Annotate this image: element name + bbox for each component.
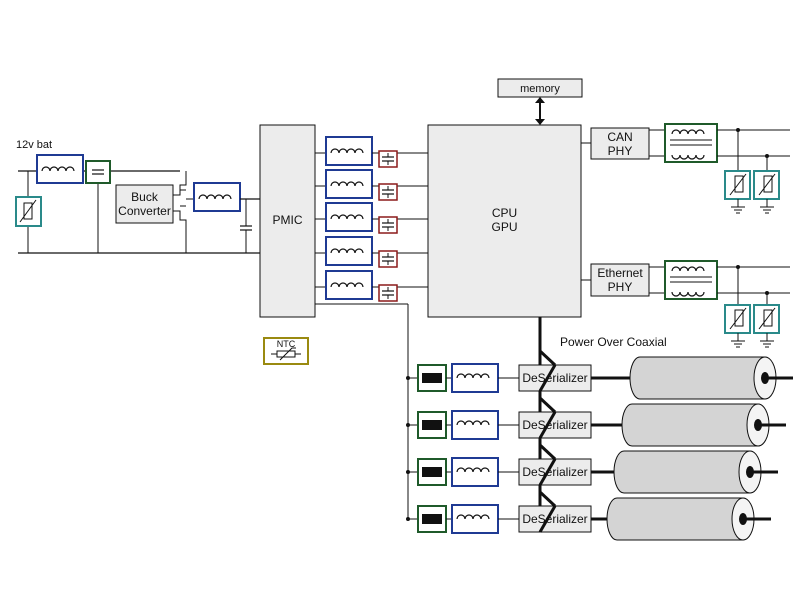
ferrite-bead-icon — [417, 411, 447, 439]
gpu-label: GPU — [491, 220, 517, 234]
deserializer-block: DeSerializer — [518, 364, 592, 392]
tvs-diode-icon — [753, 154, 780, 214]
tvs-diode-icon — [724, 128, 751, 214]
rail-inductor-icon — [325, 136, 373, 166]
pmic-rail-2 — [315, 169, 428, 201]
rail-inductor-icon — [325, 202, 373, 232]
poc-channel-2: DeSerializer — [406, 396, 786, 447]
buck-label-2: Converter — [118, 204, 171, 218]
poc-inductor-icon — [451, 363, 499, 393]
poc-inductor-icon — [451, 457, 499, 487]
ground-icon — [760, 333, 774, 348]
ferrite-bead-icon — [417, 458, 447, 486]
deserializer-block: DeSerializer — [518, 458, 592, 486]
ntc-thermistor-icon: NTC — [263, 337, 309, 365]
rail-capacitor-icon — [378, 150, 398, 168]
rail-capacitor-icon — [378, 250, 398, 268]
battery-label: 12v bat — [16, 139, 52, 151]
ground-icon — [760, 199, 774, 214]
pmic-output-rails — [315, 136, 428, 305]
deserializer-label: DeSerializer — [522, 512, 587, 526]
cpu-gpu-block: CPU GPU — [427, 124, 582, 318]
ethernet-label-1: Ethernet — [597, 266, 643, 280]
input-inductor-icon — [36, 154, 84, 184]
can-phy-block: CAN PHY — [590, 127, 650, 160]
deserializer-block: DeSerializer — [518, 411, 592, 439]
can-label-2: PHY — [608, 144, 633, 158]
rail-capacitor-icon — [378, 183, 398, 201]
ntc-label: NTC — [277, 339, 296, 349]
rail-capacitor-icon — [378, 216, 398, 234]
ferrite-bead-icon — [417, 364, 447, 392]
pmic-rail-4 — [315, 236, 428, 268]
poc-inductor-icon — [451, 504, 499, 534]
input-section: 12v bat Buck Converter — [15, 139, 260, 254]
poc-label: Power Over Coaxial — [560, 335, 667, 349]
ethernet-common-mode-choke-icon — [664, 260, 718, 300]
poc-channel-3: DeSerializer — [406, 443, 778, 494]
rail-capacitor-icon — [378, 284, 398, 302]
can-common-mode-choke-icon — [664, 123, 718, 163]
rail-inductor-icon — [325, 270, 373, 300]
deserializer-label: DeSerializer — [522, 371, 587, 385]
pmic-rail-3 — [315, 202, 428, 234]
deserializer-block: DeSerializer — [518, 505, 592, 533]
tvs-diode-icon — [724, 265, 751, 348]
rail-inductor-icon — [325, 236, 373, 266]
pmic-rail-1 — [315, 136, 428, 168]
input-tvs-diode-icon — [15, 196, 42, 227]
poc-channel-4: DeSerializer — [406, 490, 771, 541]
coaxial-cable-icon — [613, 450, 762, 494]
cpu-label: CPU — [492, 206, 517, 220]
pmic-block: PMIC — [259, 124, 316, 318]
pmic-rail-5 — [315, 270, 428, 302]
ethernet-phy-block: Ethernet PHY — [590, 263, 650, 297]
pmic-label: PMIC — [273, 213, 303, 227]
memory-label: memory — [520, 83, 560, 95]
poc-channels: DeSerializerDeSerializerDeSerializerDeSe… — [406, 349, 793, 541]
memory-block: memory — [497, 78, 583, 125]
poc-channel-1: DeSerializer — [406, 349, 793, 400]
coaxial-cable-icon — [621, 403, 770, 447]
buck-output-inductor-icon — [193, 182, 241, 212]
poc-inductor-icon — [451, 410, 499, 440]
buck-label-1: Buck — [131, 190, 159, 204]
tvs-diode-icon — [753, 291, 780, 348]
coaxial-cable-icon — [606, 497, 755, 541]
coaxial-cable-icon — [629, 356, 777, 400]
deserializer-label: DeSerializer — [522, 465, 587, 479]
can-label-1: CAN — [607, 130, 632, 144]
rail-inductor-icon — [325, 169, 373, 199]
deserializer-label: DeSerializer — [522, 418, 587, 432]
input-filter-icon — [85, 160, 111, 184]
ground-icon — [731, 199, 745, 214]
buck-converter: Buck Converter — [115, 184, 174, 224]
buck-output-capacitor-icon — [240, 199, 252, 253]
ferrite-bead-icon — [417, 505, 447, 533]
ethernet-label-2: PHY — [608, 280, 633, 294]
ground-icon — [731, 333, 745, 348]
interface-tvs-diodes — [724, 128, 780, 348]
